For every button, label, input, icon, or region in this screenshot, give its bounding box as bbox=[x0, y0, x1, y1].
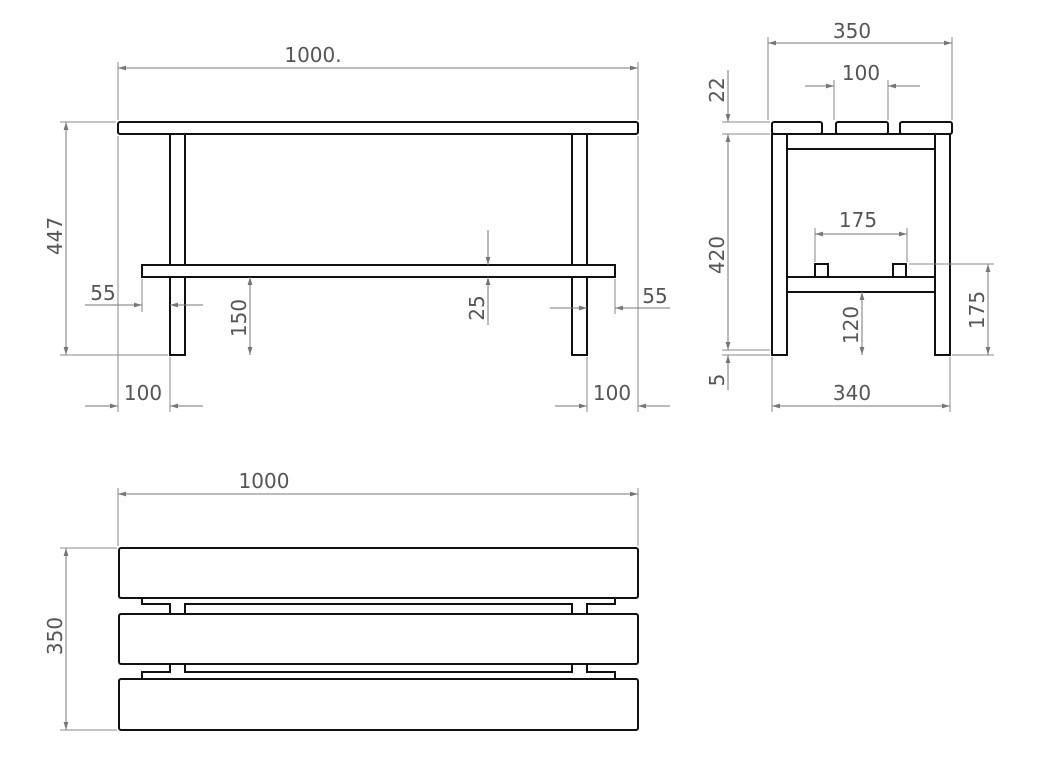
slat bbox=[835, 121, 889, 135]
dim-bracket-spacing: 175 bbox=[839, 208, 877, 232]
dim-leg-offset-right: 100 bbox=[593, 381, 631, 405]
bench-top bbox=[117, 121, 639, 135]
dim-bracket-height: 175 bbox=[965, 291, 989, 329]
dim-foot: 5 bbox=[705, 374, 729, 387]
dim-inset-left: 55 bbox=[90, 281, 115, 305]
dim-stretcher-height: 150 bbox=[227, 299, 251, 337]
dim-front-height: 447 bbox=[43, 217, 67, 255]
dim-inset-right: 55 bbox=[642, 284, 667, 308]
side-stretcher bbox=[786, 276, 936, 293]
dim-leg-span: 340 bbox=[833, 381, 871, 405]
dim-front-length: 1000. bbox=[284, 43, 341, 67]
leg-right bbox=[571, 133, 588, 356]
front-view: 1000. 447 55 150 25 55 100 100 bbox=[43, 43, 670, 412]
dim-leg-height: 420 bbox=[705, 236, 729, 274]
dim-top-length: 1000 bbox=[239, 469, 290, 493]
rail bbox=[141, 663, 616, 679]
slat bbox=[899, 121, 953, 135]
leg-left bbox=[169, 133, 186, 356]
board bbox=[118, 613, 639, 665]
side-view: 350 100 22 420 5 175 120 175 340 bbox=[705, 19, 994, 412]
bracket bbox=[892, 263, 907, 278]
dim-stretcher-thickness: 25 bbox=[465, 295, 489, 320]
rail bbox=[141, 598, 616, 615]
top-view: 1000 350 bbox=[43, 469, 639, 731]
board bbox=[118, 547, 639, 599]
board bbox=[118, 678, 639, 731]
dim-side-stretcher-height: 120 bbox=[839, 306, 863, 344]
side-leg-right bbox=[934, 133, 951, 356]
side-leg-left bbox=[771, 133, 788, 356]
dim-top-thickness: 22 bbox=[705, 77, 729, 102]
dim-slat-gap: 100 bbox=[842, 61, 880, 85]
stretcher bbox=[141, 264, 616, 278]
apron bbox=[786, 133, 936, 150]
dim-side-width: 350 bbox=[833, 19, 871, 43]
dim-top-width: 350 bbox=[43, 617, 67, 655]
slat bbox=[771, 121, 823, 135]
dim-leg-offset-left: 100 bbox=[124, 381, 162, 405]
bracket bbox=[814, 263, 829, 278]
